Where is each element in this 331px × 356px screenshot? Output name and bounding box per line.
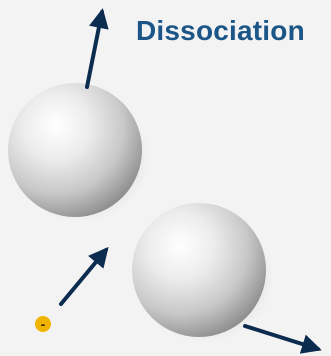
- lower-sphere-arrow: [243, 324, 322, 354]
- lower-sphere: [132, 203, 274, 342]
- electron-icon: -: [35, 316, 51, 332]
- electron-arrow: [59, 246, 109, 306]
- diagram-title: Dissociation: [136, 15, 305, 46]
- upper-sphere-arrow: [85, 8, 109, 89]
- upper-sphere: [8, 83, 150, 222]
- electron-symbol: -: [41, 316, 46, 332]
